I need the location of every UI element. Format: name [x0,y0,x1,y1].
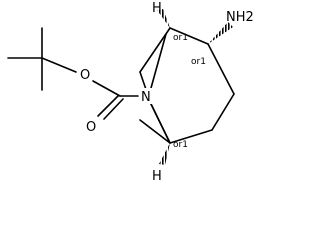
top-hydrogen-label: H [152,1,162,16]
bicyclic-ring [139,27,235,144]
bond-ethano-bridge-a [139,27,171,73]
bond-top-bridgehead-to-nitrogen [150,33,167,89]
bond-ethano-bridge-d [139,119,171,144]
chemical-structure-diagram: O O N NH2 H H or1 or1 or1 [7,1,254,184]
amine-label: NH2 [226,10,254,25]
carbonyl-oxygen-label: O [86,120,96,135]
bond-carbonyl-double-a [97,95,119,117]
bridge-nitrogen-label: N [141,90,151,105]
stereo-label-top-bridgehead: or1 [173,33,188,43]
ester-oxygen-label: O [80,68,90,83]
bond-ethano-bridge-c [150,103,171,144]
bond-carbonyl-double-b [103,98,124,120]
hashed-bond-top-hydrogen [157,9,170,28]
carbamate-group [92,80,139,120]
bottom-hydrogen-label: H [152,169,162,184]
bond-tbu-to-oxygen [41,57,77,73]
stereo-label-bottom-bridgehead: or1 [173,140,188,150]
stereo-label-amine-carbon: or1 [191,57,206,67]
bond-ch2-to-ch2 [211,93,235,131]
bond-ch2-to-bottom-bridgehead [169,129,213,144]
bond-top-bridgehead-to-amine-carbon [169,27,209,45]
tert-butyl-group [7,27,77,91]
bond-amine-carbon-to-ch2 [207,43,235,95]
bond-oxygen-to-carbonyl-carbon [92,80,121,97]
hashed-bond-amine [208,22,233,44]
hashed-bond-bottom-hydrogen [159,143,170,165]
